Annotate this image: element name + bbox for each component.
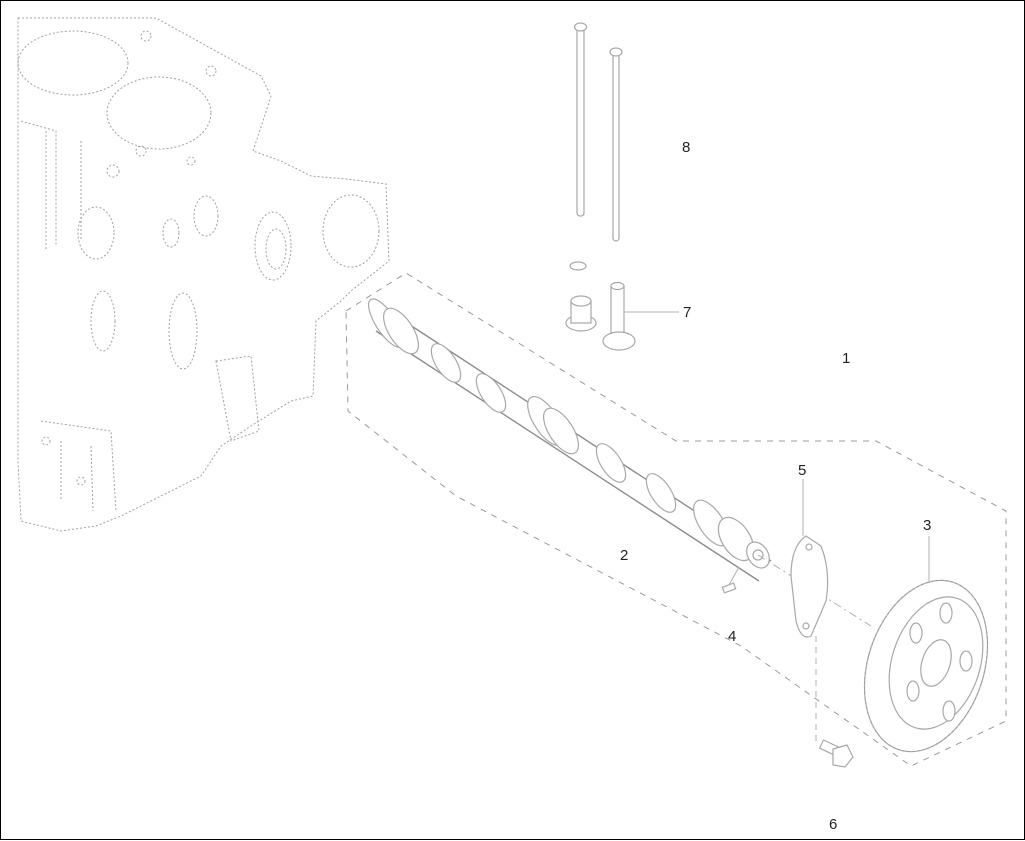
camshaft-gear xyxy=(863,536,989,753)
callout-2: 2 xyxy=(620,547,629,564)
key xyxy=(721,566,740,594)
callout-5: 5 xyxy=(798,462,807,479)
callout-3: 3 xyxy=(923,517,932,534)
push-rods xyxy=(573,22,623,242)
callout-1: 1 xyxy=(842,350,851,367)
engine-block-illustration xyxy=(17,17,390,532)
callout-7: 7 xyxy=(683,304,692,321)
callout-4: 4 xyxy=(728,628,737,645)
thrust-plate xyxy=(790,479,829,638)
camshaft xyxy=(367,298,872,627)
callout-8: 8 xyxy=(682,139,691,156)
bolt xyxy=(815,636,854,768)
tappets xyxy=(565,261,679,351)
callout-6: 6 xyxy=(829,816,838,833)
